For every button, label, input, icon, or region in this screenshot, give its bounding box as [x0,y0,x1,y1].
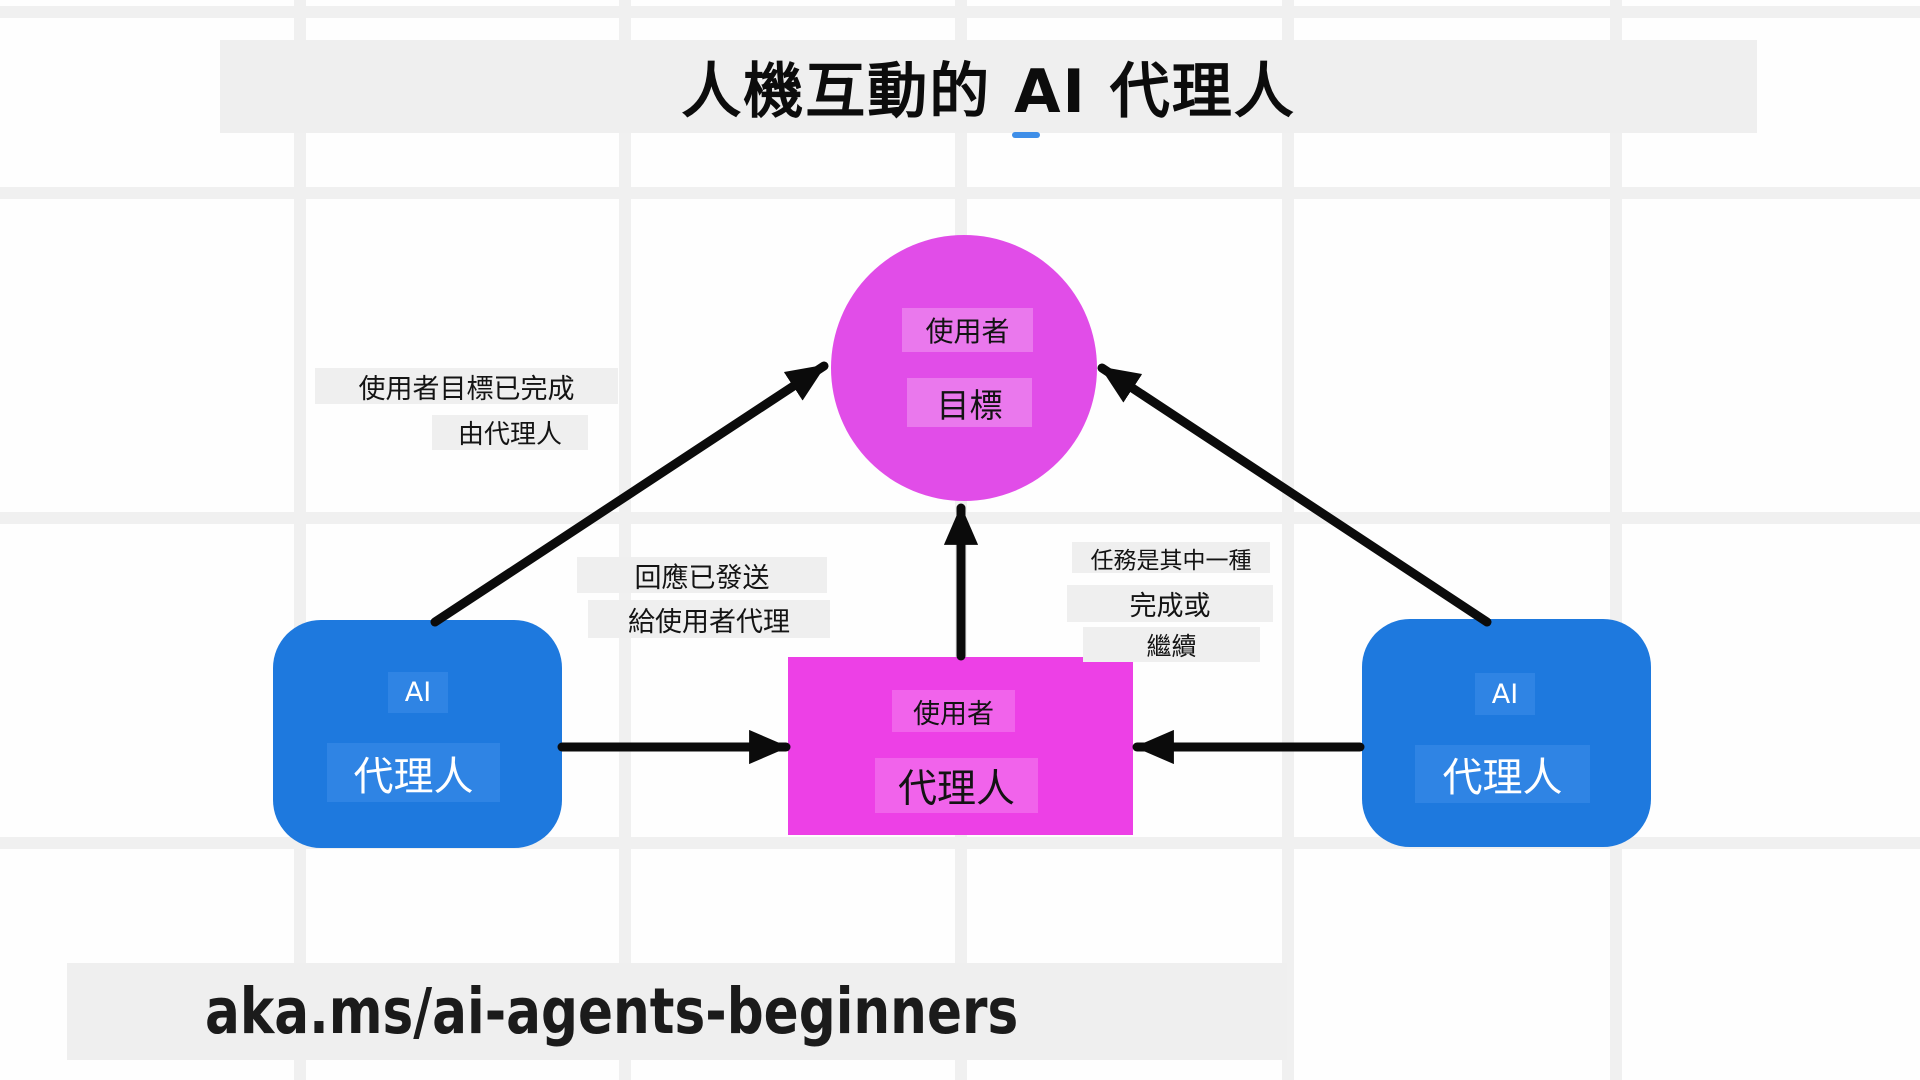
grid-line-vertical [619,0,631,1080]
node-user-goal-label-1: 使用者 [902,308,1033,352]
footer-banner: aka.ms/ai-agents-beginners [67,963,1287,1060]
footer-url: aka.ms/ai-agents-beginners [205,975,1019,1048]
title-banner: 人機互動的 AI 代理人 [220,40,1757,133]
edge-label-task-status-line3: 繼續 [1083,627,1260,662]
node-user-goal-circle [831,235,1097,501]
edge-label-task-status-line2: 完成或 [1067,585,1273,622]
grid-line-vertical [1610,0,1622,1080]
edge-label-response-sent-line1: 回應已發送 [577,557,827,594]
edge-label-response-sent-line2: 給使用者代理 [588,600,830,638]
grid-line-vertical [955,0,967,1080]
edge-label-goal-completed-line1: 使用者目標已完成 [315,368,618,405]
blue-marker-smudge [1012,132,1040,138]
edge-label-task-status-line1: 任務是其中一種 [1072,542,1270,574]
node-ai-agent-right [1362,619,1651,847]
grid-line-vertical [294,0,306,1080]
node-user-proxy-label-2: 代理人 [875,758,1038,813]
edge-label-goal-completed-line2: 由代理人 [432,415,588,450]
node-user-goal-label-2: 目標 [907,378,1032,427]
node-user-proxy-label-1: 使用者 [892,690,1015,732]
page-title: 人機互動的 AI 代理人 [681,57,1296,127]
node-ai-agent-right-label-2: 代理人 [1415,745,1590,803]
node-ai-agent-left-label-1: AI [388,672,448,713]
node-ai-agent-right-label-1: AI [1475,673,1535,715]
node-ai-agent-left-label-2: 代理人 [327,743,500,802]
node-ai-agent-left [273,620,562,848]
grid-line-vertical [1282,0,1294,1080]
